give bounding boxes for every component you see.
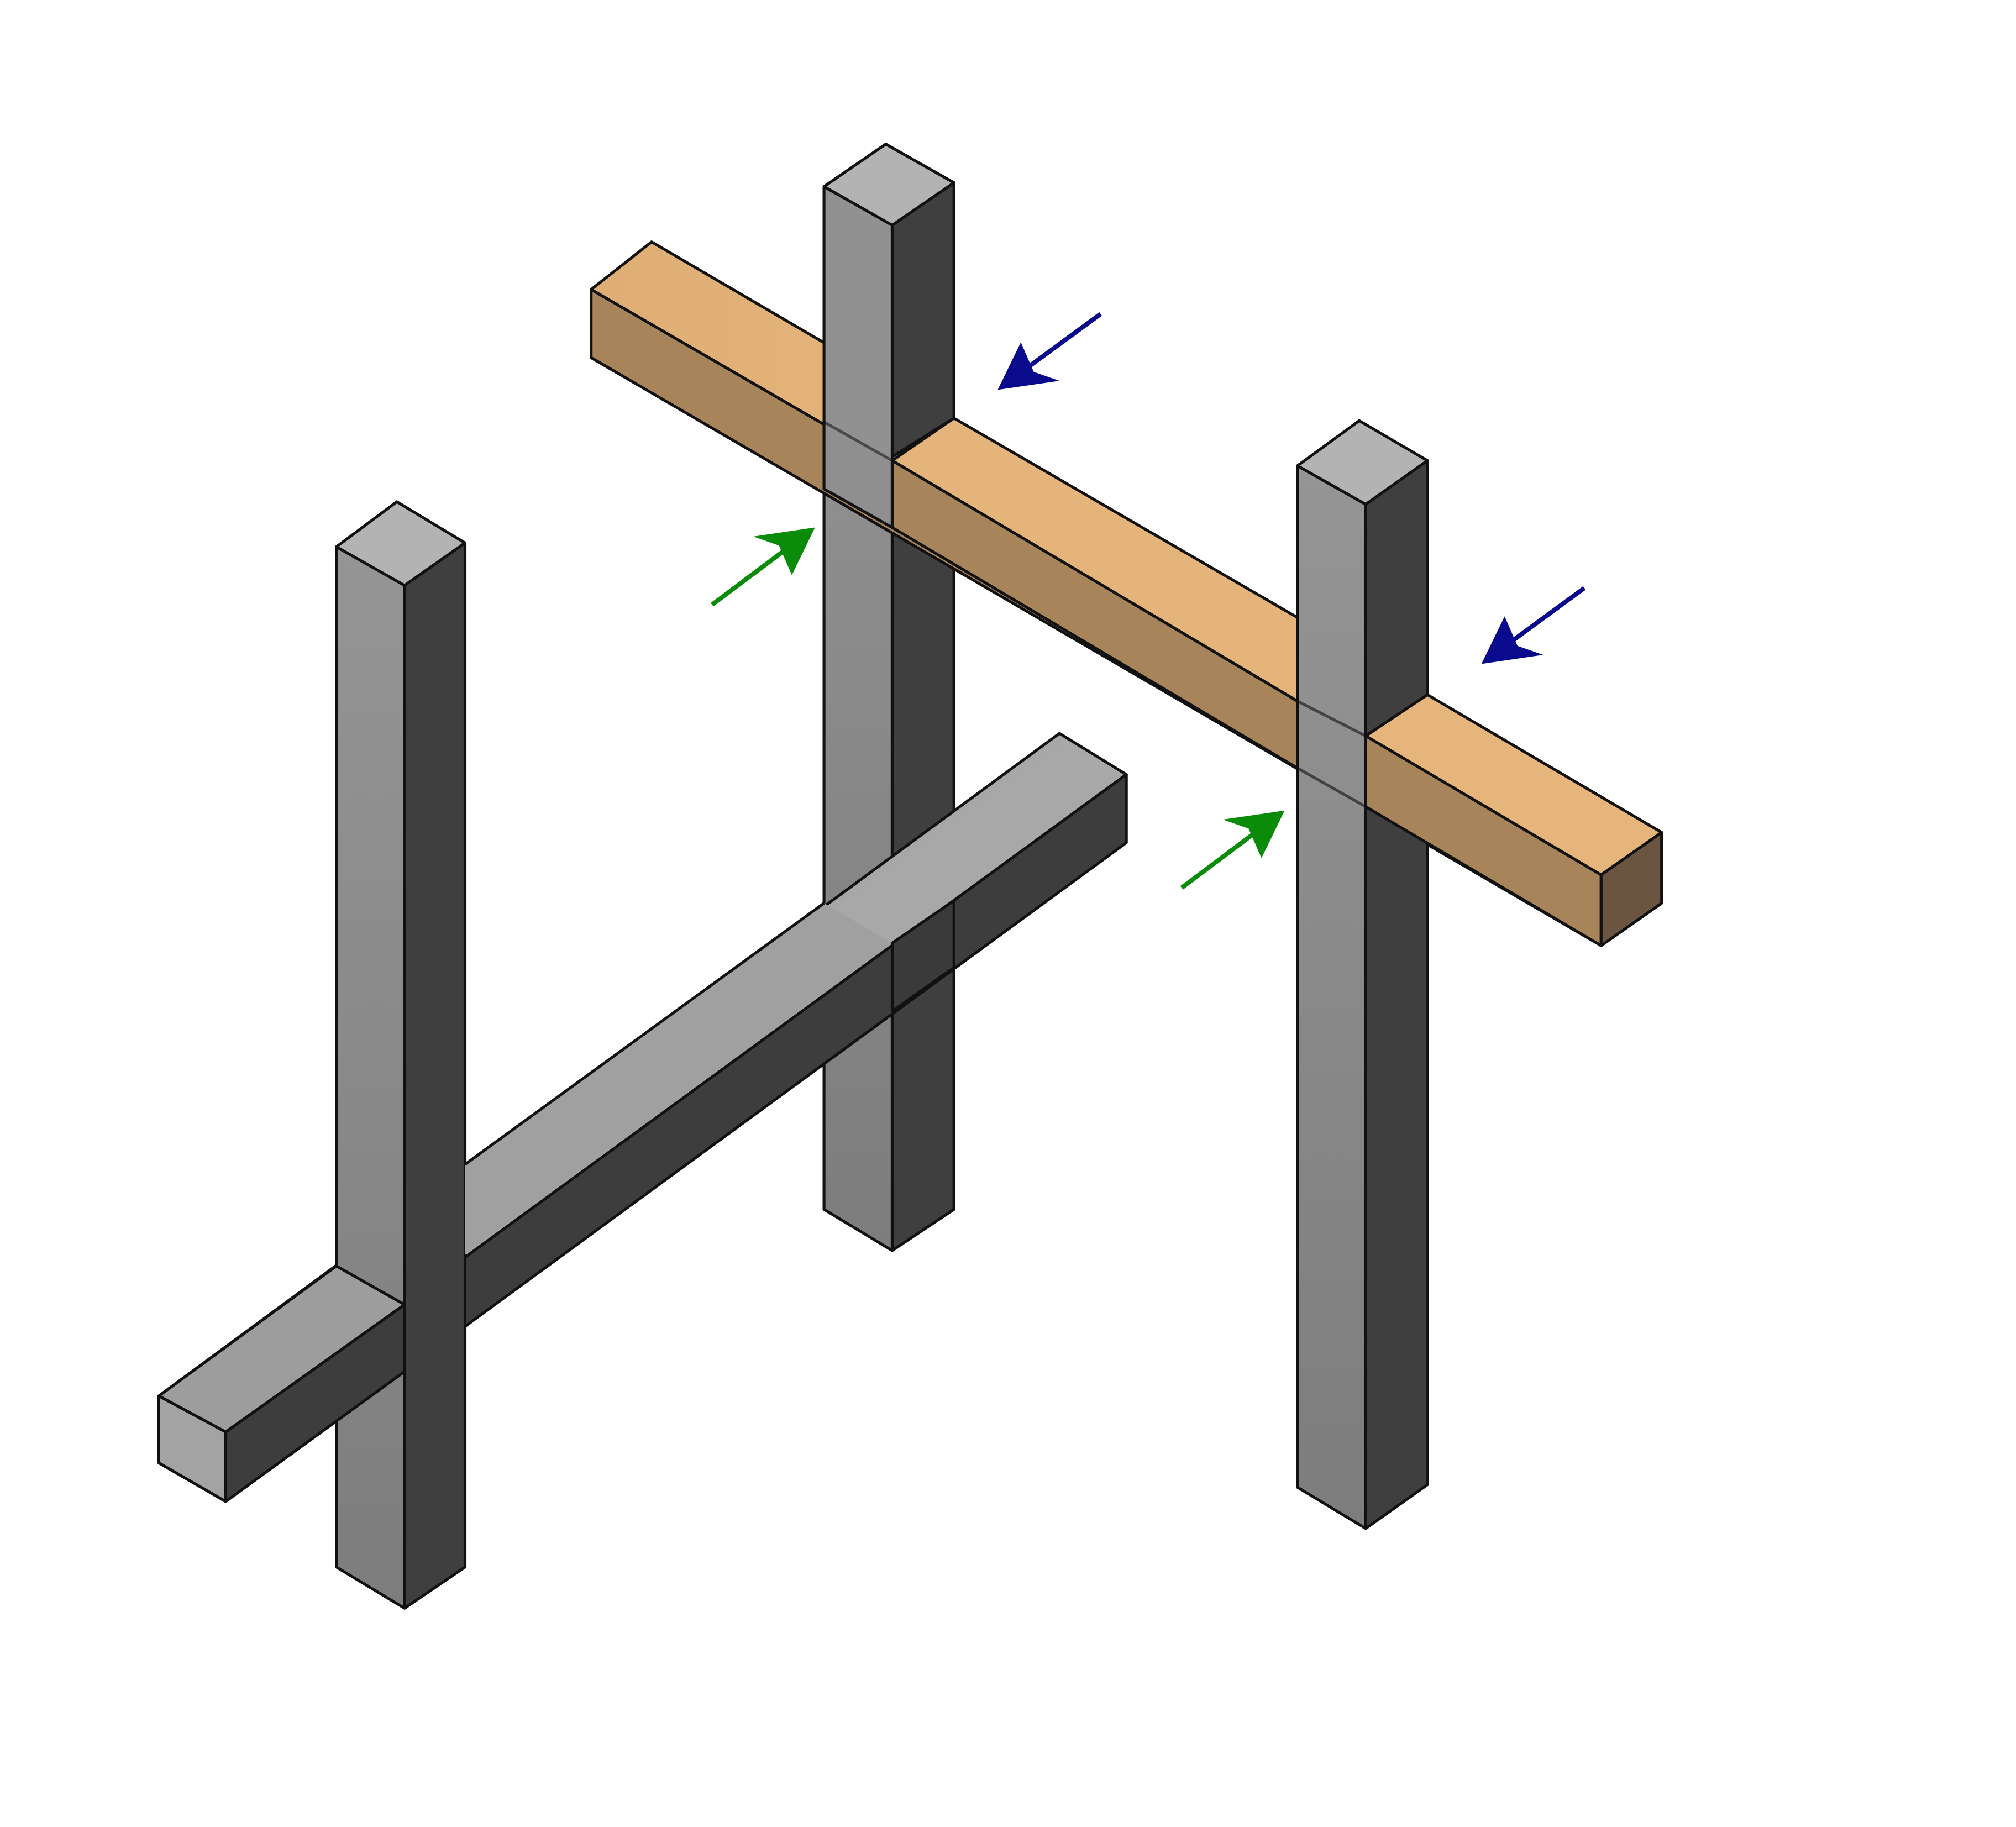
- wood-beam-between: [890, 417, 1299, 770]
- middle-post-over-wood: [822, 143, 956, 529]
- right-post: [1296, 419, 1429, 1530]
- lower-beam-mid: [464, 899, 956, 1254]
- wood-beam-front-right: [1296, 693, 1663, 947]
- left-post: [335, 500, 467, 1610]
- lower-beam-front-left: [157, 1264, 406, 1503]
- green-arrow-left: [711, 527, 815, 607]
- blue-arrow-top: [998, 312, 1102, 390]
- green-arrow-right: [1180, 810, 1285, 890]
- blue-arrow-right: [1481, 586, 1586, 664]
